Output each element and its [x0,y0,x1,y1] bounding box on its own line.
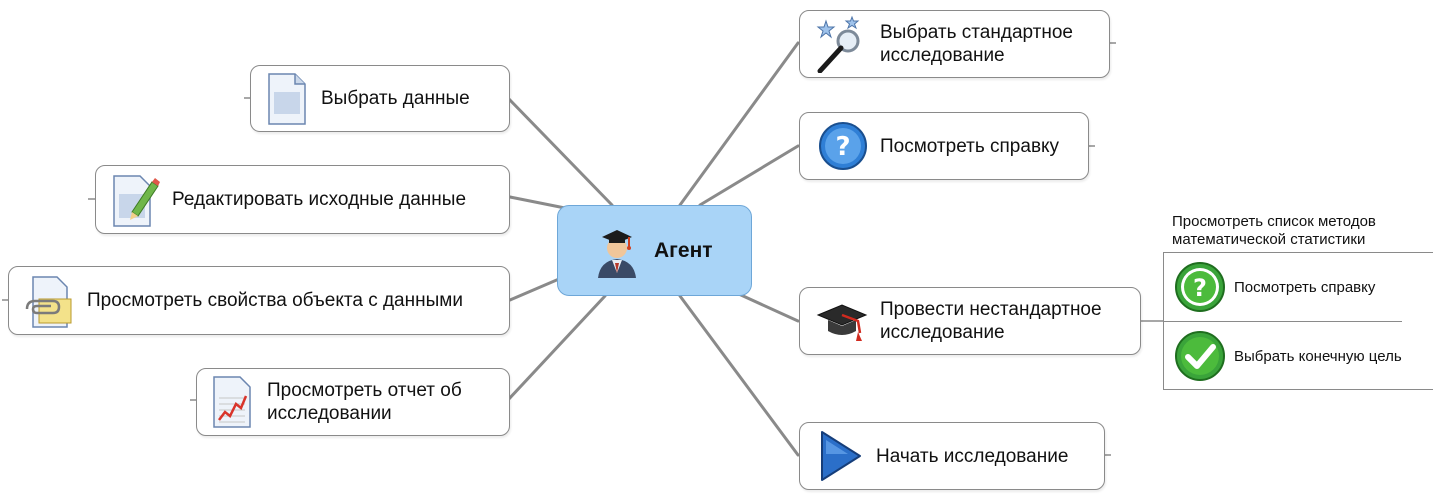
document-icon [265,72,309,126]
node-edit-source-data[interactable]: Редактировать исходные данные [95,165,510,234]
node-view-help[interactable]: ? Посмотреть справку [799,112,1089,180]
sub-item-label: Выбрать конечную цель [1234,347,1402,365]
node-label: Просмотреть свойства объекта с данными [87,290,463,311]
green-question-icon: ? [1174,261,1226,313]
sub-panel-title: Просмотреть список методов математическо… [1172,213,1376,248]
document-pencil-icon [110,172,160,228]
blue-question-icon: ? [818,121,868,171]
sub-item-label: Посмотреть справку [1234,278,1376,296]
graduation-cap-icon [816,299,868,343]
node-view-report[interactable]: Просмотреть отчет об исследовании [196,368,510,436]
node-label: Провести нестандартное исследование [880,299,1102,343]
svg-text:?: ? [835,132,850,162]
node-select-standard-study[interactable]: Выбрать стандартное исследование [799,10,1110,78]
svg-text:?: ? [1193,274,1207,302]
blue-play-icon [818,428,864,484]
document-paperclip-icon [23,273,75,329]
node-select-data[interactable]: Выбрать данные [250,65,510,132]
sub-panel-divider [1164,321,1402,322]
sub-panel: ? Посмотреть справку Выбрать конечную це… [1163,252,1433,390]
node-label: Просмотреть отчет об исследовании [267,380,462,424]
magic-wand-magnifier-icon [816,15,868,73]
node-label: Начать исследование [876,445,1069,467]
graduate-agent-icon [594,223,640,279]
sub-item-view-help[interactable]: ? Посмотреть справку [1164,253,1434,321]
node-label: Выбрать стандартное исследование [880,22,1073,66]
center-node-agent[interactable]: Агент [557,205,752,296]
node-nonstandard-study[interactable]: Провести нестандартное исследование [799,287,1141,355]
node-start-study[interactable]: Начать исследование [799,422,1105,490]
sub-item-select-final-goal[interactable]: Выбрать конечную цель [1164,322,1434,390]
center-node-label: Агент [654,238,713,262]
green-check-icon [1174,330,1226,382]
chart-report-icon [211,374,255,430]
node-label: Редактировать исходные данные [172,189,467,210]
node-label: Выбрать данные [321,88,470,109]
node-label: Посмотреть справку [880,135,1060,157]
node-view-object-properties[interactable]: Просмотреть свойства объекта с данными [8,266,510,335]
